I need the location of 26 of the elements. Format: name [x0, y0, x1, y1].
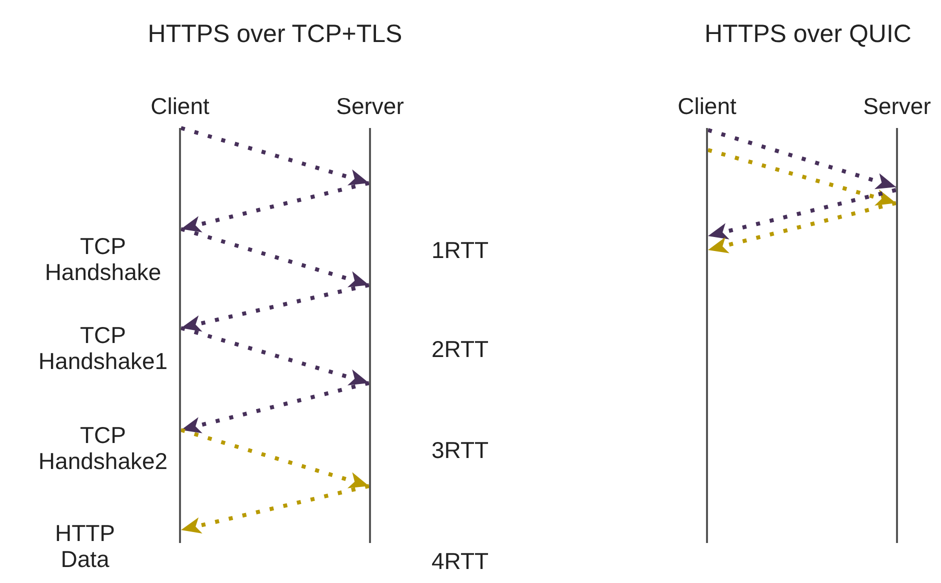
message-arrow	[180, 381, 370, 434]
step-label: 3RTT	[430, 437, 490, 464]
step-label: TCP Handshake2	[37, 422, 169, 475]
step-label: 4RTT	[430, 548, 490, 574]
step-label: 2RTT	[430, 336, 490, 362]
panel-heading: HTTPS over TCP+TLS	[146, 22, 404, 47]
message-arrow	[180, 484, 370, 534]
panel-heading: HTTPS over QUIC	[704, 22, 912, 47]
message-arrow	[180, 428, 370, 488]
step-label: TCP Handshake	[44, 233, 162, 286]
lifeline-label: Server	[863, 93, 931, 120]
lifeline-label: Server	[336, 93, 404, 120]
message-arrow	[180, 283, 370, 332]
lifeline-label: Client	[678, 93, 736, 120]
step-label: 1RTT	[430, 237, 490, 264]
lifeline-label: Client	[150, 93, 210, 120]
message-arrow	[708, 188, 896, 240]
message-arrow	[707, 128, 897, 190]
message-arrow	[708, 201, 896, 254]
message-arrow	[707, 148, 897, 206]
message-arrow	[180, 227, 370, 288]
step-label: HTTP Data	[54, 520, 116, 573]
message-arrow	[180, 326, 370, 386]
step-label: TCP Handshake1	[37, 322, 169, 375]
message-arrow	[180, 181, 370, 232]
message-arrow	[180, 126, 370, 186]
